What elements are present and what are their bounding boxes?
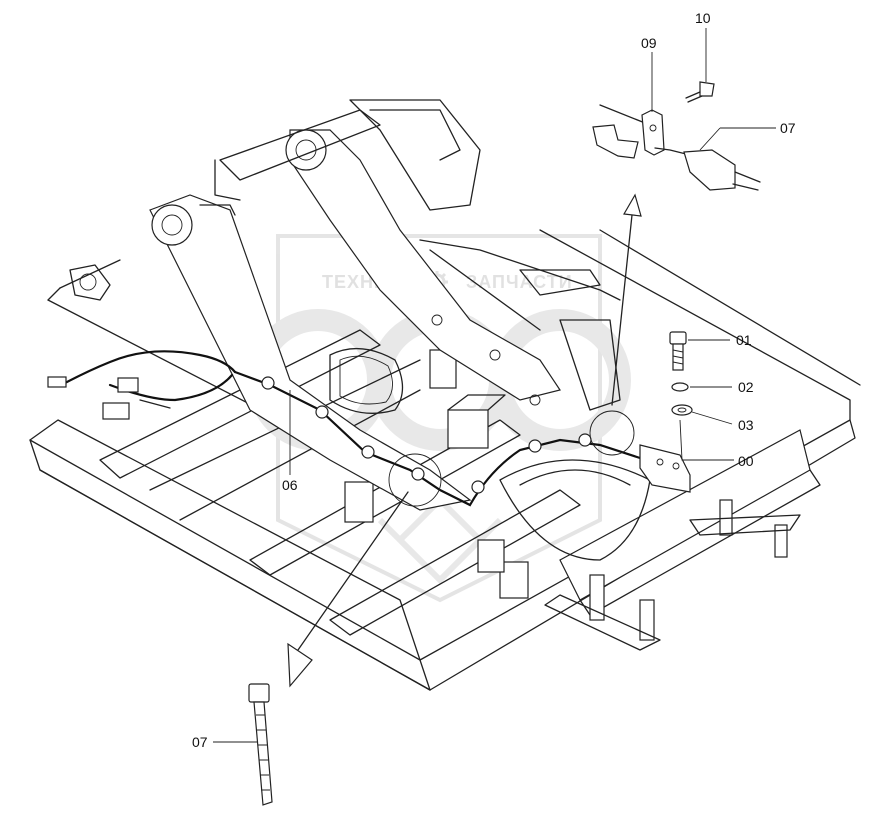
leader-lines	[213, 28, 776, 743]
bolt-washer-stack	[669, 331, 693, 416]
callout-09: 09	[641, 35, 657, 51]
detail-bracket	[592, 81, 761, 406]
callout-01: 01	[736, 332, 752, 348]
harness-clamps	[261, 376, 592, 494]
cable-tie-detail	[248, 491, 409, 806]
callout-10: 10	[695, 10, 711, 26]
callout-02: 02	[738, 379, 754, 395]
callout-03: 03	[738, 417, 754, 433]
callout-00: 00	[738, 453, 754, 469]
watermark-right-text: ЗАПЧАСТИ	[466, 272, 573, 292]
callout-07-bottom: 07	[192, 734, 208, 750]
callout-06: 06	[282, 477, 298, 493]
callouts: 10 09 07 01 02 03 00 06 07	[192, 10, 796, 750]
callout-07-top: 07	[780, 120, 796, 136]
boom-structure	[69, 99, 621, 511]
chassis-frame	[29, 229, 861, 691]
wire-harness	[47, 350, 691, 507]
